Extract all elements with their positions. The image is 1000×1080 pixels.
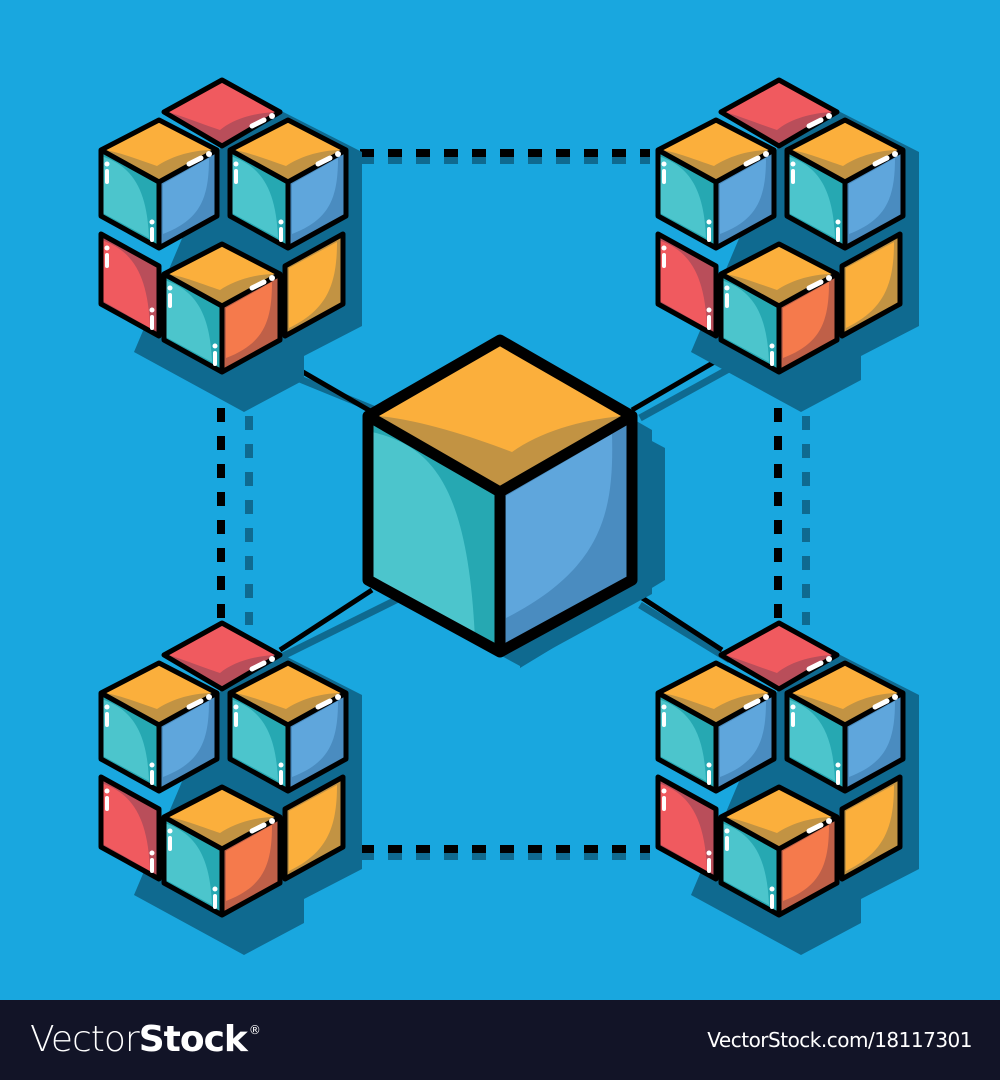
central-cube [362, 334, 665, 668]
cube-cluster-bottom-right [658, 623, 919, 955]
cube-cluster-bottom-left [101, 623, 362, 955]
dashed-connectors [217, 149, 810, 860]
registered-mark: ® [248, 1023, 261, 1037]
cube-cluster-top-right [658, 80, 919, 412]
brand-light: Vector [30, 1019, 140, 1060]
blockchain-illustration [0, 0, 1000, 1000]
image-url: VectorStock.com/18117301 [707, 1028, 972, 1052]
cube-cluster-top-left [101, 80, 362, 412]
brand-bold: Stock [138, 1019, 248, 1060]
